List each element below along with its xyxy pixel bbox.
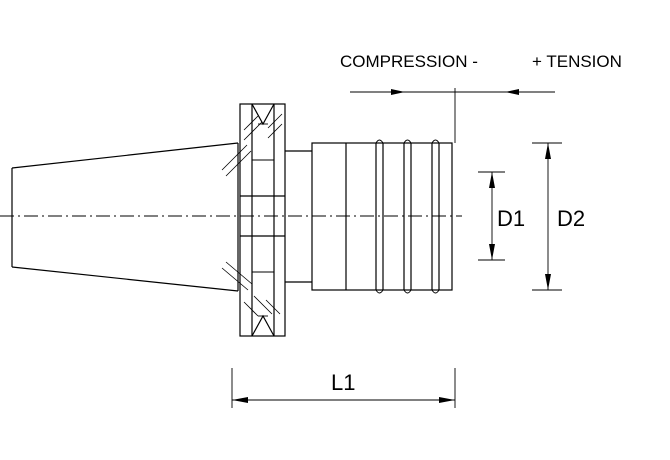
tension-label: + TENSION [532, 52, 622, 71]
compression-tension-dimension [350, 88, 555, 143]
compression-label: COMPRESSION - [340, 52, 478, 71]
neck [285, 150, 312, 283]
d2-dimension [532, 142, 562, 291]
v-flange [239, 103, 286, 337]
l1-label: L1 [331, 370, 355, 395]
taper-shank [11, 142, 253, 292]
d2-label: D2 [557, 206, 585, 231]
d1-dimension [478, 171, 505, 261]
d1-label: D1 [497, 206, 525, 231]
chuck-body [311, 139, 453, 294]
l1-dimension [231, 368, 456, 408]
